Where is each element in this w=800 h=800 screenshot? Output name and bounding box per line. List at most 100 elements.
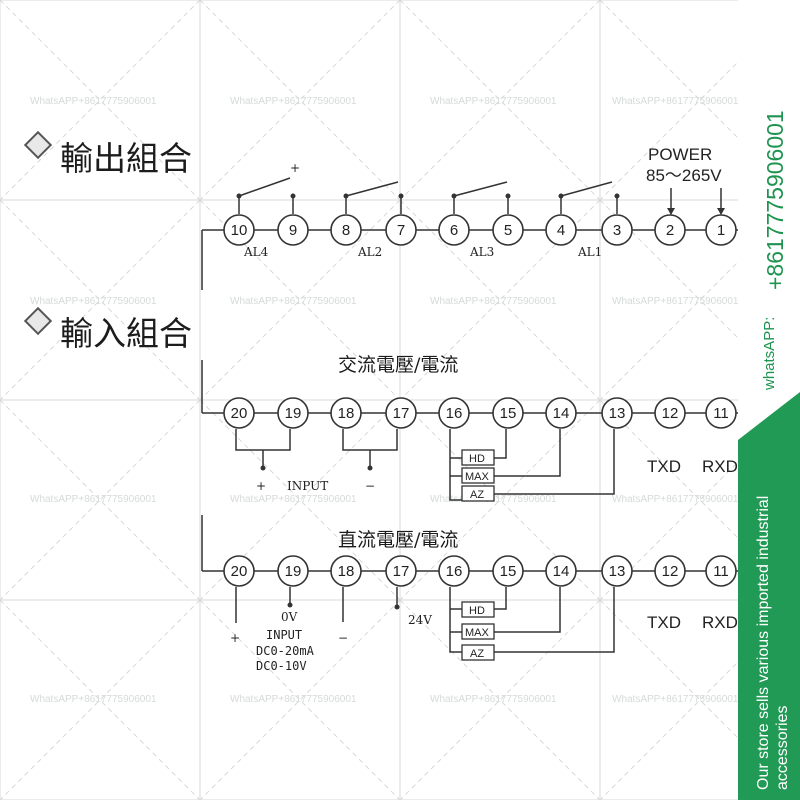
terminal-number: 4 bbox=[557, 222, 565, 239]
watermark-text: WhatsAPP+8617775906001 bbox=[30, 296, 157, 307]
power-label: POWER bbox=[648, 145, 712, 164]
terminal-number: 5 bbox=[504, 222, 512, 239]
watermark-text: WhatsAPP+8617775906001 bbox=[612, 694, 739, 705]
terminal-number: 13 bbox=[609, 405, 626, 422]
terminal-number: 9 bbox=[289, 222, 297, 239]
terminal-circle bbox=[438, 397, 470, 429]
arrow-down-icon bbox=[717, 208, 725, 215]
banner-top-white bbox=[738, 0, 800, 392]
terminal-number: 2 bbox=[666, 222, 674, 239]
terminal-circle bbox=[654, 555, 686, 587]
terminal-circle bbox=[601, 555, 633, 587]
dc-rxd: RXD bbox=[702, 613, 738, 632]
terminal-circle bbox=[601, 397, 633, 429]
terminal-circle bbox=[330, 555, 362, 587]
arrow-down-icon bbox=[667, 208, 675, 215]
terminal-circle bbox=[330, 397, 362, 429]
output-row-arrows bbox=[236, 193, 725, 215]
max-box-label: MAX bbox=[465, 471, 490, 483]
output-terminals: 10 9 8 7 6 5 4 3 2 1 bbox=[223, 214, 737, 246]
terminal-circle bbox=[438, 214, 470, 246]
terminal-circle bbox=[385, 397, 417, 429]
terminal-number: 19 bbox=[285, 563, 302, 580]
terminal-circle bbox=[601, 214, 633, 246]
banner-text-layer: whatsAPP: +8617775906001 Our store sells… bbox=[738, 110, 800, 790]
diamond-bullet-icon bbox=[23, 306, 53, 336]
terminal-circle bbox=[545, 214, 577, 246]
terminal-number: 17 bbox=[393, 563, 410, 580]
alarm-label: AL4 bbox=[243, 245, 269, 259]
terminal-circle bbox=[223, 555, 255, 587]
terminal-circle bbox=[492, 555, 524, 587]
terminal-number: 12 bbox=[662, 563, 679, 580]
terminal-number: 6 bbox=[450, 222, 458, 239]
terminal-number: 14 bbox=[553, 405, 570, 422]
banner-shop-line1: Our store sells various imported industr… bbox=[755, 496, 772, 790]
terminal-number: 20 bbox=[231, 405, 248, 422]
terminal-number: 16 bbox=[446, 405, 463, 422]
input-section-title: 輸入組合 bbox=[23, 306, 192, 353]
terminal-circle bbox=[545, 397, 577, 429]
terminal-circle bbox=[223, 214, 255, 246]
terminal-number: 15 bbox=[500, 563, 517, 580]
terminal-number: 18 bbox=[338, 405, 355, 422]
watermark-text: WhatsAPP+8617775906001 bbox=[612, 96, 739, 107]
terminal-number: 13 bbox=[609, 563, 626, 580]
ac-boxes: HD MAX AZ bbox=[461, 449, 495, 502]
watermark-text: WhatsAPP+8617775906001 bbox=[430, 96, 557, 107]
banner-phone: +8617775906001 bbox=[762, 110, 788, 290]
terminal-number: 20 bbox=[231, 563, 248, 580]
dc-minus: − bbox=[338, 631, 348, 645]
terminal-circle bbox=[277, 214, 309, 246]
input-title: 輸入組合 bbox=[60, 314, 192, 353]
diamond-bullet-icon bbox=[23, 130, 53, 160]
terminal-circle bbox=[654, 214, 686, 246]
watermark-text: WhatsAPP+8617775906001 bbox=[430, 694, 557, 705]
watermark-text: WhatsAPP+8617775906001 bbox=[230, 694, 357, 705]
ac-minus: − bbox=[365, 479, 375, 493]
alarm-label: AL3 bbox=[469, 245, 494, 259]
watermark-text: WhatsAPP+8617775906001 bbox=[230, 296, 357, 307]
terminal-number: 1 bbox=[717, 222, 725, 239]
ac-input-dots bbox=[260, 465, 373, 471]
terminal-number: 14 bbox=[553, 563, 570, 580]
terminal-circle bbox=[277, 397, 309, 429]
terminal-circle bbox=[654, 397, 686, 429]
terminal-number: 8 bbox=[342, 222, 350, 239]
terminal-circle bbox=[385, 555, 417, 587]
terminal-circle bbox=[438, 555, 470, 587]
dc-zero-v: 0V bbox=[281, 610, 298, 624]
hd-box-label: HD bbox=[469, 605, 485, 617]
ac-txd: TXD bbox=[647, 457, 681, 476]
terminal-number: 16 bbox=[446, 563, 463, 580]
terminal-circle bbox=[492, 397, 524, 429]
contact-banner: whatsAPP: +8617775906001 Our store sells… bbox=[738, 0, 800, 800]
dc-boxes: HD MAX AZ bbox=[461, 601, 495, 661]
watermark-text: WhatsAPP+8617775906001 bbox=[30, 694, 157, 705]
terminal-circle bbox=[223, 397, 255, 429]
terminal-number: 18 bbox=[338, 563, 355, 580]
watermark-text: WhatsAPP+8617775906001 bbox=[612, 296, 739, 307]
terminal-number: 10 bbox=[231, 222, 248, 239]
dc-txd: TXD bbox=[647, 613, 681, 632]
az-box-label: AZ bbox=[470, 648, 484, 660]
dc-input-dots bbox=[287, 602, 400, 610]
alarm-label: AL1 bbox=[577, 245, 602, 259]
max-box-label: MAX bbox=[465, 627, 490, 639]
terminal-number: 7 bbox=[397, 222, 405, 239]
alarm-label: AL2 bbox=[357, 245, 382, 259]
terminal-number: 15 bbox=[500, 405, 517, 422]
watermark-text: WhatsAPP+8617775906001 bbox=[230, 96, 357, 107]
watermark-text: WhatsAPP+8617775906001 bbox=[230, 494, 357, 505]
dc-title: 直流電壓/電流 bbox=[338, 529, 458, 551]
output-plus: + bbox=[290, 161, 300, 175]
terminal-circle bbox=[277, 555, 309, 587]
ac-plus: + bbox=[256, 479, 266, 493]
hd-box-label: HD bbox=[469, 453, 485, 465]
terminal-number: 3 bbox=[613, 222, 621, 239]
